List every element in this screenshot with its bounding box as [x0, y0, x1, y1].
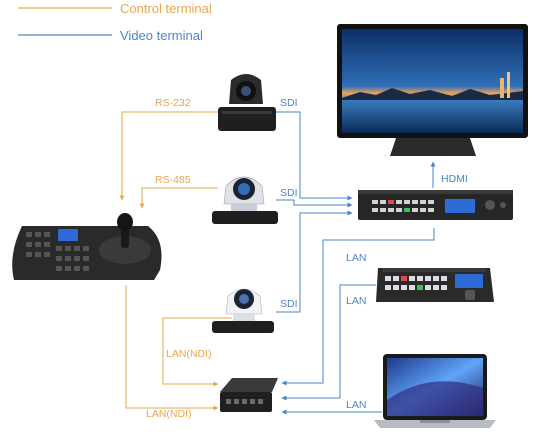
lan-switcher-label: LAN: [346, 252, 366, 264]
lan-panel-label: LAN: [346, 295, 366, 307]
lan-ndi-keyboard-line: [125, 285, 219, 411]
sdi-top-line: [276, 111, 353, 201]
lan-panel-line: [281, 284, 376, 401]
lan-laptop-label: LAN: [346, 399, 366, 411]
hdmi-label: HDMI: [441, 173, 468, 185]
control-lines: [119, 111, 232, 411]
rs232-line: [119, 111, 218, 201]
video-lines: [276, 111, 436, 415]
sdi-top-label: SDI: [280, 97, 298, 109]
monitor-icon: [337, 24, 528, 156]
network-switch-icon: [220, 378, 278, 412]
legend-control-label: Control terminal: [120, 1, 212, 16]
link-labels: RS-232 RS-485 SDI SDI SDI HDMI LAN LAN L…: [146, 97, 468, 420]
lan-ndi-cam-line: [162, 317, 232, 387]
switcher-control-panel-icon: [376, 268, 494, 302]
sdi-mid-label: SDI: [280, 187, 298, 199]
ptz-keyboard-controller-icon: [12, 213, 162, 280]
sdi-mid-line: [276, 199, 353, 208]
lan-ndi-cam-label: LAN(NDI): [166, 348, 212, 360]
lan-switcher-line: [281, 228, 435, 386]
rs232-label: RS-232: [155, 97, 191, 109]
sdi-bottom-line: [276, 210, 353, 313]
legend: Control terminal Video terminal: [18, 1, 212, 43]
ptz-camera-top-icon: [218, 74, 276, 131]
ptz-camera-mid-icon: [212, 176, 278, 224]
laptop-icon: [374, 354, 496, 428]
rs485-line: [139, 187, 218, 209]
rs485-label: RS-485: [155, 174, 191, 186]
legend-video-label: Video terminal: [120, 28, 203, 43]
lan-ndi-keyboard-label: LAN(NDI): [146, 408, 192, 420]
video-switcher-icon: [358, 190, 513, 220]
ptz-camera-bottom-icon: [212, 288, 274, 333]
sdi-bottom-label: SDI: [280, 298, 298, 310]
